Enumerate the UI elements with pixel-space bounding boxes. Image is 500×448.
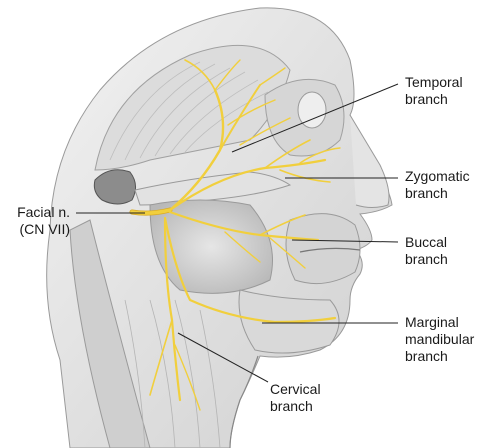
masseter-muscle bbox=[149, 199, 273, 294]
label-cervical-line1: Cervical bbox=[270, 381, 321, 397]
sternocleidomastoid bbox=[69, 219, 151, 448]
facial-nerve bbox=[129, 59, 341, 411]
label-buccal-branch: Buccal branch bbox=[405, 234, 448, 268]
buccal-branch-nerve bbox=[168, 210, 320, 269]
mouth-line bbox=[299, 247, 361, 253]
label-marginal-line1: Marginal bbox=[405, 314, 459, 330]
label-marginal-line2: mandibular bbox=[405, 331, 475, 347]
temporal-muscle-fibers bbox=[109, 61, 269, 161]
label-temporal-line2: branch bbox=[405, 91, 448, 107]
label-marginal-mandibular-branch: Marginal mandibular branch bbox=[405, 314, 474, 365]
cervical-branch-nerve bbox=[149, 218, 201, 411]
label-buccal-line1: Buccal bbox=[405, 234, 448, 250]
neck-outline bbox=[229, 355, 259, 448]
marginal-mandibular-branch-nerve bbox=[163, 216, 337, 324]
label-temporal-branch: Temporal branch bbox=[405, 74, 463, 108]
label-facial-line2: (CN VII) bbox=[19, 221, 70, 237]
platysma-fibers bbox=[124, 299, 221, 448]
ear-canal bbox=[93, 169, 136, 205]
label-facial-nerve: Facial n. (CN VII) bbox=[8, 204, 70, 238]
leader-lines bbox=[76, 83, 399, 383]
eye bbox=[297, 91, 327, 129]
leader-temporal bbox=[231, 83, 399, 153]
label-buccal-line2: branch bbox=[405, 251, 448, 267]
temporal-branch-nerve bbox=[168, 59, 291, 212]
label-zygomatic-branch: Zygomatic branch bbox=[405, 168, 470, 202]
label-temporal-line1: Temporal bbox=[405, 74, 463, 90]
label-zygomatic-line2: branch bbox=[405, 185, 448, 201]
leader-buccal bbox=[291, 239, 399, 243]
label-marginal-line3: branch bbox=[405, 348, 448, 364]
label-cervical-line2: branch bbox=[270, 398, 313, 414]
label-facial-line1: Facial n. bbox=[17, 204, 70, 220]
label-zygomatic-line1: Zygomatic bbox=[405, 168, 470, 184]
nose bbox=[349, 114, 390, 208]
leader-cervical bbox=[177, 332, 269, 383]
label-cervical-branch: Cervical branch bbox=[270, 381, 321, 415]
